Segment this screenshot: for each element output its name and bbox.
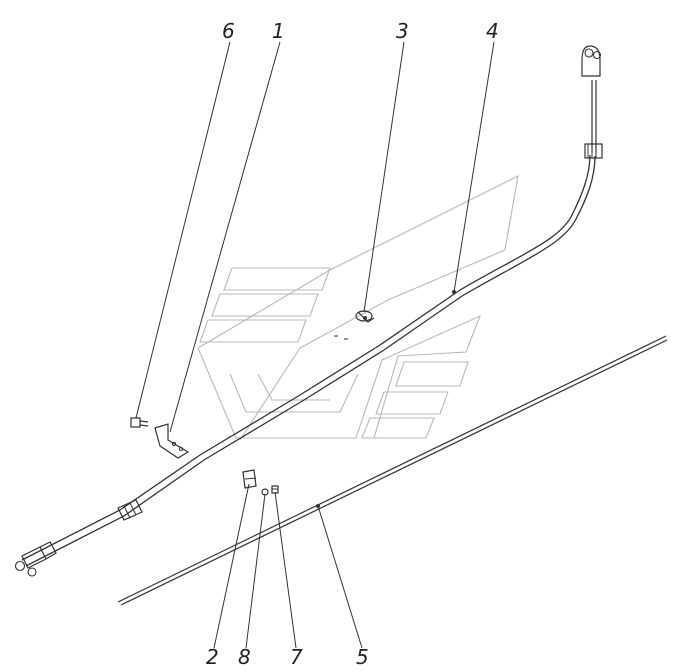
callout-2: 2 [206,645,219,669]
callout-4: 4 [486,19,499,43]
callout-1: 1 [272,19,285,43]
watermark-logo [197,175,519,441]
rod [117,335,668,606]
callout-8: 8 [238,645,251,669]
leader-4 [453,41,495,293]
callout-5: 5 [356,645,369,669]
leader-7 [274,491,297,649]
clip [242,469,257,489]
callout-3: 3 [396,19,409,43]
callout-7: 7 [290,645,303,669]
leader-8 [245,493,266,649]
bracket [154,423,190,459]
leader-5 [317,505,363,649]
leader-6 [135,41,231,419]
leader-2 [213,483,250,649]
callout-6: 6 [222,19,235,43]
leader-3 [363,41,405,313]
control-cable [14,45,603,577]
leader-lines [135,41,495,649]
nut [271,485,279,494]
leader-1 [169,41,281,433]
bolt [130,417,149,428]
